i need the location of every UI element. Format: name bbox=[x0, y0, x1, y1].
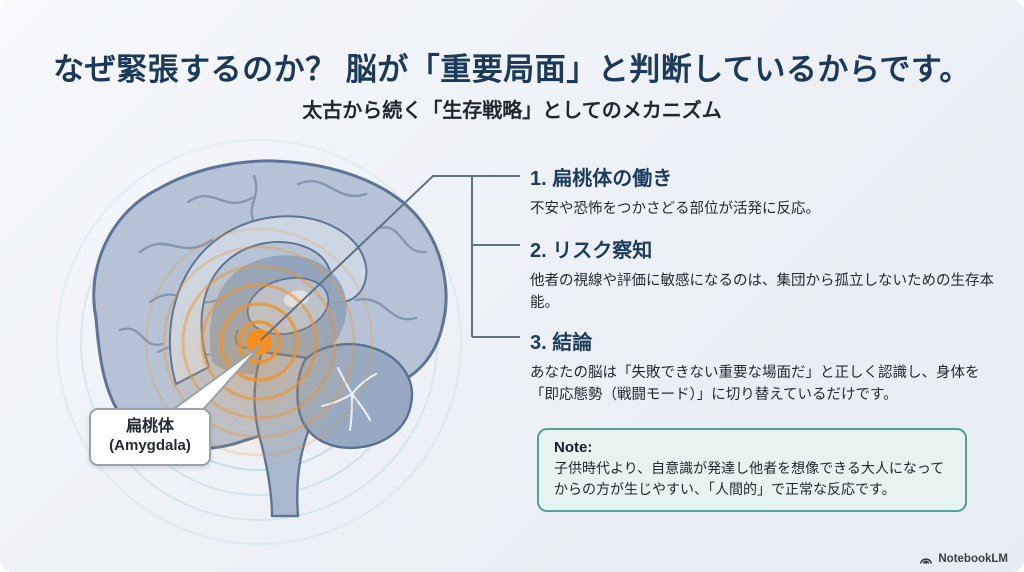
section-amygdala-function: 1. 扁桃体の働き 不安や恐怖をつかさどる部位が活発に反応。 bbox=[530, 162, 995, 220]
section-heading: 1. 扁桃体の働き bbox=[530, 162, 995, 191]
section-body: あなたの脳は「失敗できない重要な場面だ」と正しく認識し、身体を「即応態勢（戦闘モ… bbox=[530, 365, 980, 404]
section-title: 扁桃体の働き bbox=[552, 168, 673, 190]
section-number: 2. bbox=[530, 240, 547, 262]
orange-ripple-rings bbox=[144, 227, 374, 457]
section-title: 結論 bbox=[552, 332, 593, 354]
page-title: なぜ緊張するのか？ 脳が「重要局面」と判断しているからです。 bbox=[53, 52, 971, 87]
section-title: リスク察知 bbox=[552, 240, 653, 262]
note-box: Note: 子供時代より、自意識が発達し他者を想像できる大人になってからの方が生… bbox=[537, 428, 967, 512]
brand-name: NotebookLM bbox=[938, 553, 1008, 565]
amygdala-label-en: (Amygdala) bbox=[109, 437, 191, 454]
section-conclusion: 3. 結論 あなたの脳は「失敗できない重要な場面だ」と正しく認識し、身体を「即応… bbox=[530, 326, 995, 406]
note-label: Note: bbox=[554, 439, 593, 456]
section-heading: 3. 結論 bbox=[530, 326, 995, 355]
amygdala-label-jp: 扁桃体 bbox=[125, 418, 174, 435]
section-heading: 2. リスク察知 bbox=[530, 234, 995, 263]
watermark: NotebookLM bbox=[919, 553, 1008, 565]
amygdala-label: 扁桃体 (Amygdala) bbox=[89, 408, 211, 466]
section-risk-detection: 2. リスク察知 他者の視線や評価に敏感になるのは、集団から孤立しないための生存… bbox=[530, 234, 995, 314]
notebooklm-logo-icon bbox=[920, 558, 933, 564]
connector-lines bbox=[260, 175, 520, 341]
section-number: 3. bbox=[530, 332, 547, 354]
section-body: 不安や恐怖をつかさどる部位が活発に反応。 bbox=[530, 201, 820, 217]
section-body: 他者の視線や評価に敏感になるのは、集団から孤立しないための生存本能。 bbox=[530, 273, 994, 312]
note-body: 子供時代より、自意識が発達し他者を想像できる大人になってからの方が生じやすい、「… bbox=[554, 460, 945, 497]
page-subtitle: 太古から続く「生存戦略」としてのメカニズム bbox=[302, 100, 722, 122]
section-number: 1. bbox=[530, 168, 547, 190]
